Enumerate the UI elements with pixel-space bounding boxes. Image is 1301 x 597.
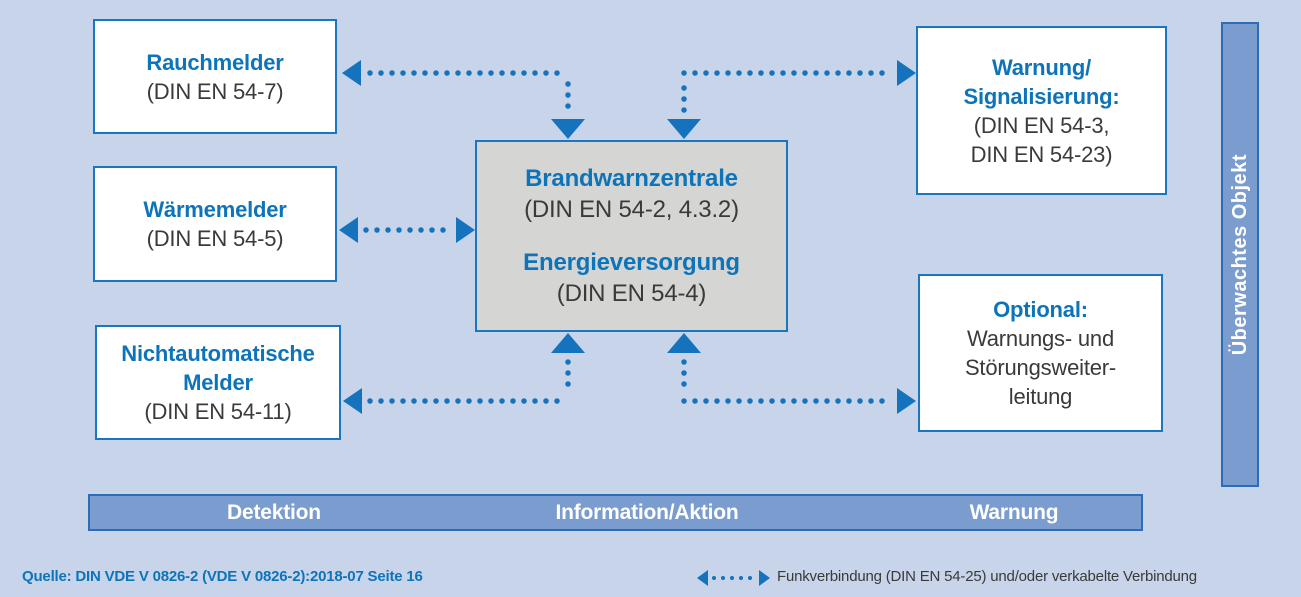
node-title: Energieversorgung <box>523 249 740 276</box>
node-text: Warnungs- und <box>967 326 1114 351</box>
connector-waermemelder-zentrale <box>339 217 475 243</box>
connector-rauchmelder-zentrale <box>342 60 585 139</box>
node-title: Melder <box>183 370 253 395</box>
arrowhead-up-icon <box>551 333 585 353</box>
node-title: Nichtautomatische <box>121 341 315 366</box>
node-text: Störungsweiter- <box>964 355 1117 380</box>
node-standard: (DIN EN 54-11) <box>144 399 292 424</box>
legend-arrow-icon <box>697 570 770 586</box>
node-warnung-signalisierung: Warnung/ Signalisierung: (DIN EN 54-3, D… <box>916 26 1167 195</box>
legend-label: Funkverbindung (DIN EN 54-25) und/oder v… <box>777 568 1197 585</box>
node-title: Warnung/ <box>991 54 1091 80</box>
node-title: Rauchmelder <box>146 49 284 75</box>
node-standard: (DIN EN 54-4) <box>556 280 707 307</box>
node-text: leitung <box>1008 384 1073 409</box>
node-standard: (DIN EN 54-2, 4.3.2) <box>524 196 739 223</box>
connector-nichtautomatische-zentrale <box>343 333 585 414</box>
node-optional-weiterleitung: Optional: Warnungs- und Störungsweiter- … <box>918 274 1163 432</box>
connector-zentrale-optional <box>667 333 916 414</box>
node-standard: DIN EN 54-23) <box>970 141 1113 167</box>
arrowhead-left-icon <box>339 217 358 243</box>
arrowhead-down-icon <box>551 119 585 139</box>
side-bar-label: Überwachtes Objekt <box>1228 153 1251 356</box>
arrowhead-left-icon <box>343 388 362 414</box>
phase-label-warnung: Warnung <box>969 500 1059 524</box>
phase-bar: Detektion Information/Aktion Warnung <box>88 494 1143 531</box>
node-nichtautomatische-melder: Nichtautomatische Melder (DIN EN 54-11) <box>95 325 341 440</box>
arrowhead-right-icon <box>897 388 916 414</box>
node-brandwarnzentrale: Brandwarnzentrale (DIN EN 54-2, 4.3.2) E… <box>475 140 788 332</box>
arrowhead-right-icon <box>897 60 916 86</box>
phase-label-information-aktion: Information/Aktion <box>555 500 739 524</box>
ueberwachtes-objekt-bar: Überwachtes Objekt <box>1221 22 1259 487</box>
arrowhead-down-icon <box>667 119 701 139</box>
connector-zentrale-warnung <box>667 60 916 139</box>
node-waermemelder: Wärmemelder (DIN EN 54-5) <box>93 166 337 282</box>
arrowhead-up-icon <box>667 333 701 353</box>
node-standard: (DIN EN 54-3, <box>973 112 1110 138</box>
arrowhead-right-icon <box>456 217 475 243</box>
node-standard: (DIN EN 54-7) <box>146 78 284 104</box>
node-title: Brandwarnzentrale <box>525 165 738 192</box>
node-title: Wärmemelder <box>143 197 287 222</box>
node-title: Signalisierung: <box>963 83 1120 109</box>
arrowhead-left-icon <box>342 60 361 86</box>
phase-label-detektion: Detektion <box>227 500 321 524</box>
node-standard: (DIN EN 54-5) <box>146 226 284 251</box>
node-title: Optional: <box>993 297 1088 322</box>
node-rauchmelder: Rauchmelder (DIN EN 54-7) <box>93 19 337 134</box>
source-note: Quelle: DIN VDE V 0826-2 (VDE V 0826-2):… <box>22 568 423 585</box>
